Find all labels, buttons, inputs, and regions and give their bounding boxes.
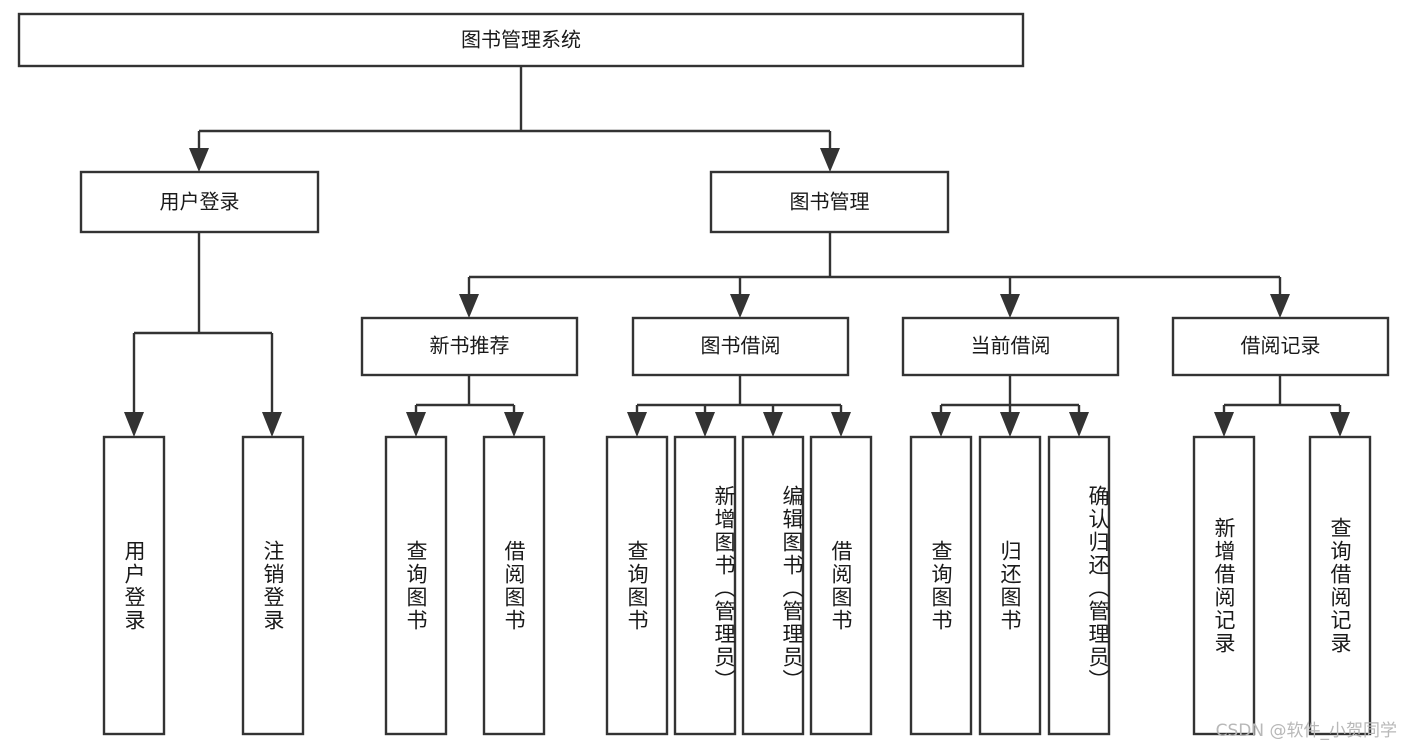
leaf-box-0[interactable] [102,435,166,736]
node-book-borrow[interactable]: 图书借阅 [631,316,850,377]
connector-bookborrow-to-leaves [627,375,851,437]
connector-borrowrecord-to-leaves [1214,375,1350,437]
connector-currentborrow-to-leaves [931,375,1089,437]
level3-label-0: 新书推荐 [430,334,510,358]
node-current-borrow[interactable]: 当前借阅 [901,316,1120,377]
level3-label-3: 借阅记录 [1241,334,1321,358]
level3-box-0 [360,316,579,377]
leaf-box-4[interactable] [605,435,669,736]
level2-label-1: 图书管理 [790,190,870,214]
leaf-box-2[interactable] [384,435,448,736]
level3-label-2: 当前借阅 [971,334,1051,358]
root-label: 图书管理系统 [461,28,581,52]
connector-bookmgmt-to-level3 [459,232,1290,318]
leaf-box-9[interactable] [978,435,1042,736]
leaf-box-7[interactable] [809,435,873,736]
node-borrow-record[interactable]: 借阅记录 [1171,316,1390,377]
level2-label-0: 用户登录 [160,190,240,214]
connector-userlogin-to-leaves [124,232,282,437]
node-user-login[interactable]: 用户登录 [79,170,320,234]
leaf-box-8[interactable] [909,435,973,736]
leaf-box-11[interactable] [1192,435,1256,736]
node-root[interactable]: 图书管理系统 [17,12,1025,68]
node-book-management[interactable]: 图书管理 [709,170,950,234]
leaf-box-12[interactable] [1308,435,1372,736]
level3-box-2 [901,316,1120,377]
leaf-box-5[interactable] [673,435,737,736]
level2-box-0 [79,170,320,234]
leaf-box-10[interactable] [1047,435,1111,736]
connector-newbook-to-leaves [406,375,524,437]
leaf-box-3[interactable] [482,435,546,736]
leaf-box-6[interactable] [741,435,805,736]
leaf-box-1[interactable] [241,435,305,736]
connector-root-to-level2 [189,66,840,172]
root-box [17,12,1025,68]
node-new-book-recommend[interactable]: 新书推荐 [360,316,579,377]
level3-label-1: 图书借阅 [701,334,781,358]
csdn-watermark: CSDN @软件_小贺同学 [1215,721,1397,741]
